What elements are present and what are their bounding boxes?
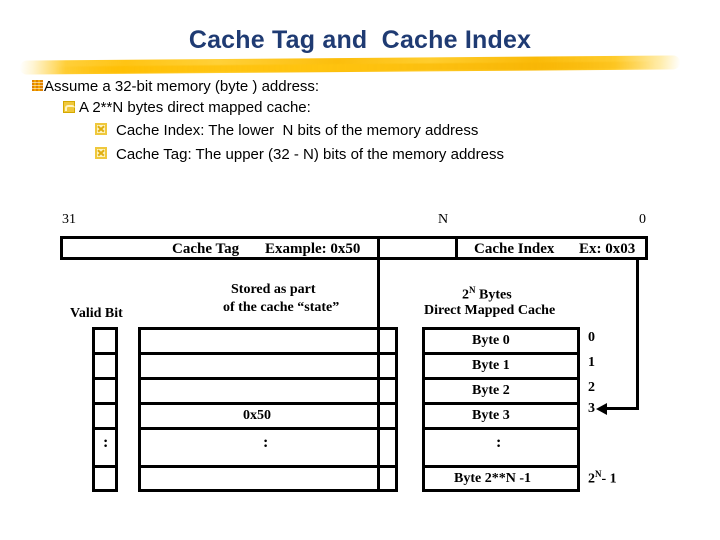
- bit-label-31: 31: [62, 212, 76, 227]
- cache-row-label: Byte 2: [472, 383, 510, 398]
- page-title: Cache Tag and Cache Index: [188, 26, 532, 54]
- index-connector-vline: [636, 259, 639, 410]
- table-row-ellipsis: :: [141, 430, 395, 468]
- table-row: [141, 355, 395, 380]
- address-bar-divider: [455, 236, 458, 260]
- table-row: Byte 1: [425, 355, 577, 380]
- cache-row-label: Byte 3: [472, 408, 510, 423]
- bullet-list: Assume a 32-bit memory (byte ) address: …: [0, 76, 720, 167]
- bullet-item-cache-tag: Cache Tag: The upper (32 - N) bits of th…: [95, 143, 720, 167]
- bullet-chevron-box-icon: [63, 101, 75, 113]
- cache-index-1: 1: [588, 355, 595, 370]
- table-row-tag-value: 0x50: [141, 405, 395, 430]
- cache-index-last-exponent: N: [595, 469, 602, 479]
- table-row: Byte 2: [425, 380, 577, 405]
- bit-label-n: N: [438, 212, 449, 227]
- bullet-text: Cache Tag: The upper (32 - N) bits of th…: [116, 146, 504, 163]
- cache-index-last-offset: - 1: [601, 471, 617, 487]
- stored-note-line1: Stored as part: [231, 282, 316, 297]
- table-row: Byte 3: [425, 405, 577, 430]
- cache-row-label: Byte 1: [472, 358, 510, 373]
- cache-index-0: 0: [588, 330, 595, 345]
- cache-index-last-base: 2: [588, 471, 595, 487]
- cache-caption-unit: Bytes: [475, 287, 512, 303]
- bullet-square-grid-icon: [32, 80, 43, 91]
- bullet-text: Cache Index: The lower N bits of the mem…: [116, 122, 479, 139]
- address-tag-example: Example: 0x50: [265, 241, 361, 257]
- tag-connector-line: [377, 239, 380, 401]
- valid-bit-cell-ellipsis: :: [95, 430, 115, 468]
- bullet-item-assume: Assume a 32-bit memory (byte ) address:: [32, 76, 720, 97]
- bullet-text: Assume a 32-bit memory (byte ) address:: [44, 78, 320, 95]
- direct-mapped-cache-table: Byte 0 Byte 1 Byte 2 Byte 3 : Byte 2**N …: [422, 327, 580, 492]
- address-tag-label: Cache Tag: [172, 241, 240, 257]
- cache-index-last: 2N- 1: [588, 469, 617, 488]
- valid-bit-column: :: [92, 327, 118, 492]
- cache-index-2: 2: [588, 380, 595, 395]
- valid-bit-cell: [95, 468, 115, 494]
- ellipsis-glyph: :: [103, 434, 109, 451]
- address-index-example: Ex: 0x03: [579, 241, 636, 257]
- ellipsis-glyph: :: [263, 434, 269, 451]
- cache-caption-line2: Direct Mapped Cache: [424, 303, 556, 318]
- valid-bit-label: Valid Bit: [70, 306, 123, 321]
- index-connector-arrowhead: [596, 403, 607, 415]
- valid-bit-cell: [95, 380, 115, 405]
- tag-value: 0x50: [243, 408, 271, 423]
- cache-caption-exponent: N: [469, 285, 476, 295]
- valid-bit-cell: [95, 405, 115, 430]
- bullet-item-cache-size: A 2**N bytes direct mapped cache:: [63, 97, 720, 119]
- bullet-x-box-icon: [95, 123, 107, 135]
- stored-note-line2: of the cache “state”: [223, 300, 340, 315]
- table-row: Byte 0: [425, 330, 577, 355]
- cache-caption-line1: 2N Bytes: [462, 285, 512, 304]
- cache-row-label: Byte 0: [472, 333, 510, 348]
- address-index-label: Cache Index: [474, 241, 555, 257]
- table-row: [141, 330, 395, 355]
- cache-index-3: 3: [588, 401, 595, 416]
- table-row: [141, 468, 395, 494]
- cache-tag-store-divider: [377, 327, 380, 492]
- cache-tag-store-table: 0x50 :: [138, 327, 398, 492]
- table-row: Byte 2**N -1: [425, 468, 577, 494]
- cache-row-label: Byte 2**N -1: [454, 471, 531, 486]
- valid-bit-cell: [95, 330, 115, 355]
- table-row-ellipsis: :: [425, 430, 577, 468]
- bit-label-0: 0: [639, 212, 646, 227]
- valid-bit-cell: [95, 355, 115, 380]
- bullet-x-box-icon: [95, 147, 107, 159]
- cache-caption-base: 2: [462, 287, 469, 303]
- table-row: [141, 380, 395, 405]
- bullet-item-cache-index: Cache Index: The lower N bits of the mem…: [95, 119, 720, 143]
- bullet-text: A 2**N bytes direct mapped cache:: [79, 99, 311, 116]
- address-bar: [60, 236, 648, 260]
- index-connector-hline: [606, 407, 639, 410]
- ellipsis-glyph: :: [496, 434, 502, 451]
